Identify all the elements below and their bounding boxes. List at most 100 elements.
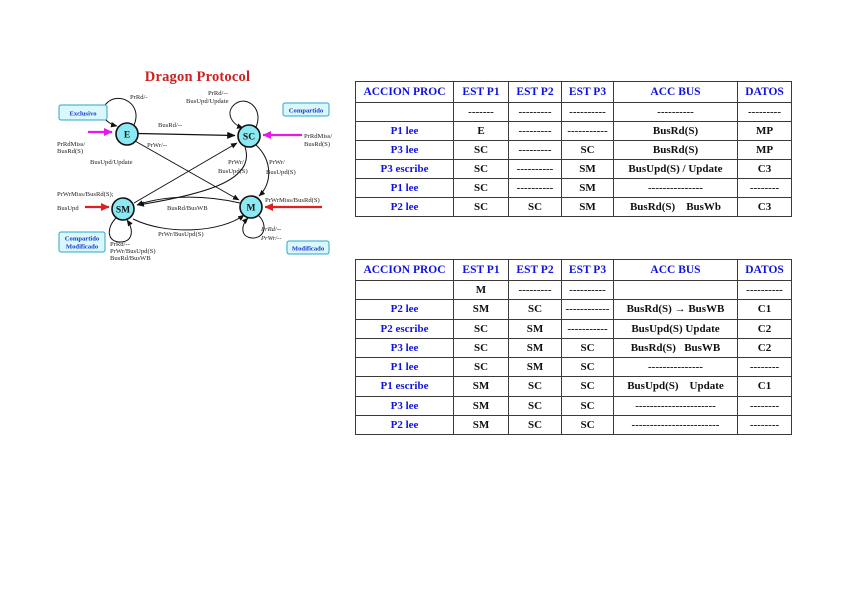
transition-m-to-sm: [136, 196, 241, 206]
table-row: P1 escribe SM SC SC BusUpd(S) Update C1: [355, 376, 792, 397]
header-accion-proc: ACCION PROC: [355, 81, 454, 103]
acc-bus-cell: BusRd(S) → BusWB: [613, 299, 738, 320]
transition-e-to-m: [134, 140, 240, 201]
datos-cell: MP: [737, 140, 792, 160]
est-p1-cell: -------: [453, 102, 509, 122]
acc-bus-cell: BusUpd(S) Update: [613, 376, 738, 397]
est-p3-cell: SM: [561, 178, 614, 198]
action-cell: P2 lee: [355, 414, 454, 436]
datos-cell: ---------: [737, 102, 792, 122]
est-p3-cell: SC: [561, 140, 614, 160]
est-p2-cell: ----------: [508, 178, 562, 198]
table-row: P3 escribe SC ---------- SM BusUpd(S) / …: [355, 159, 792, 179]
action-cell: P1 lee: [355, 356, 454, 378]
est-p3-cell: SC: [561, 414, 614, 436]
box-exclusivo: [58, 104, 108, 121]
label-sc-m-2: BusUpd(S): [266, 169, 296, 176]
action-cell: P2 lee: [355, 299, 454, 320]
est-p1-cell: SC: [453, 197, 509, 217]
table-row: P3 lee SC --------- SC BusRd(S) MP: [355, 140, 792, 160]
est-p3-cell: SC: [561, 376, 614, 397]
label-e-sc: BusRd/--: [158, 122, 182, 129]
table-row: ------- --------- ---------- ---------- …: [355, 102, 792, 122]
est-p3-cell: SM: [561, 197, 614, 217]
label-sc-self-1: PrRd/--: [208, 90, 228, 97]
est-p3-cell: SM: [561, 159, 614, 179]
label-sm-self-2: PrWr/BusUpd(S): [110, 248, 156, 255]
header-est-p2: EST P2: [508, 259, 562, 281]
box-compartido: [282, 102, 330, 117]
transition-m-self-loop: [241, 214, 265, 239]
acc-bus-cell: BusRd(S): [613, 121, 738, 141]
transition-sm-self-loop: [108, 217, 133, 243]
table-row: P1 lee SC ---------- SM --------------- …: [355, 178, 792, 198]
action-cell: P3 lee: [355, 395, 454, 416]
label-sc-entry-1: PrRdMiss/: [304, 133, 332, 140]
est-p3-cell: -----------: [561, 318, 614, 339]
label-sm-m: PrWr/BusUpd(S): [158, 231, 204, 238]
datos-cell: C2: [737, 318, 792, 339]
box-compartido-modificado-label-1: Compartido: [65, 236, 100, 243]
label-sc-m-1: PrWr/: [269, 159, 285, 166]
est-p1-cell: SC: [453, 140, 509, 160]
acc-bus-cell: ----------: [613, 102, 738, 122]
label-sm-entry-1: PrWrMiss/BusRd(S);: [57, 191, 114, 198]
est-p2-cell: SM: [508, 318, 562, 339]
datos-cell: C3: [737, 197, 792, 217]
est-p2-cell: ----------: [508, 159, 562, 179]
action-cell: P1 lee: [355, 178, 454, 198]
state-diagram-canvas: E SC SM M Exclusivo Compartido Compartid…: [57, 90, 332, 262]
acc-bus-cell: BusUpd(S) / Update: [613, 159, 738, 179]
table-row: P3 lee SC SM SC BusRd(S) BusWB C2: [355, 337, 792, 359]
acc-bus-cell: ---------------: [613, 178, 738, 198]
action-cell: P2 escribe: [355, 318, 454, 339]
table-header-row: ACCION PROC EST P1 EST P2 EST P3 ACC BUS…: [355, 259, 792, 281]
state-node-m: [239, 195, 263, 219]
table-row: M --------- ---------- ----------: [355, 279, 792, 301]
transition-e-self-loop: [102, 97, 137, 128]
state-node-sm: [111, 197, 135, 221]
transition-sm-to-sc: [133, 142, 238, 204]
datos-cell: C3: [737, 159, 792, 179]
label-e-self: PrRd/-: [130, 94, 148, 101]
est-p1-cell: SC: [453, 337, 509, 359]
acc-bus-cell: BusRd(S) BusWb: [613, 197, 738, 217]
acc-bus-cell: ---------------: [613, 356, 738, 378]
label-m-self-1: PrRd/--: [260, 226, 281, 233]
box-compartido-modificado-label-2: Modificado: [66, 244, 99, 251]
action-cell: [355, 102, 454, 122]
header-acc-bus: ACC BUS: [613, 81, 738, 103]
est-p2-cell: SC: [508, 299, 562, 320]
state-node-sc: [237, 124, 261, 148]
table-row: P2 lee SM SC SC ------------------------…: [355, 414, 792, 436]
box-compartido-modificado: [58, 231, 106, 253]
label-sm-entry-2: BusUpd: [57, 205, 79, 212]
acc-bus-cell: BusRd(S) BusWB: [613, 337, 738, 359]
est-p1-cell: M: [453, 279, 509, 301]
label-sc-self-2: BusUpd/Update: [186, 98, 229, 105]
transition-e-to-sc: [137, 131, 236, 139]
header-est-p3: EST P3: [561, 81, 614, 103]
header-est-p1: EST P1: [453, 259, 509, 281]
est-p2-cell: ---------: [508, 140, 562, 160]
protocol-trace-table-2: ACCION PROC EST P1 EST P2 EST P3 ACC BUS…: [355, 259, 792, 436]
est-p2-cell: ---------: [508, 121, 562, 141]
action-cell: [355, 279, 454, 301]
est-p1-cell: SM: [453, 395, 509, 416]
est-p2-cell: ---------: [508, 102, 562, 122]
label-sm-sc: BusUpd/Update: [90, 159, 133, 166]
est-p2-cell: ---------: [508, 279, 562, 301]
datos-cell: --------: [737, 414, 792, 436]
est-p1-cell: SM: [453, 299, 509, 320]
est-p1-cell: SM: [453, 376, 509, 397]
est-p3-cell: ------------: [561, 299, 614, 320]
label-sc-sm-2: BusUpd(S): [218, 168, 248, 175]
est-p2-cell: SC: [508, 197, 562, 217]
acc-bus-cell: ----------------------: [613, 395, 738, 416]
est-p3-cell: ----------: [561, 279, 614, 301]
est-p1-cell: SM: [453, 414, 509, 436]
acc-bus-cell: ------------------------: [613, 414, 738, 436]
est-p1-cell: SC: [453, 318, 509, 339]
action-cell: P2 lee: [355, 197, 454, 217]
label-sc-sm-1: PrWr/: [228, 159, 244, 166]
